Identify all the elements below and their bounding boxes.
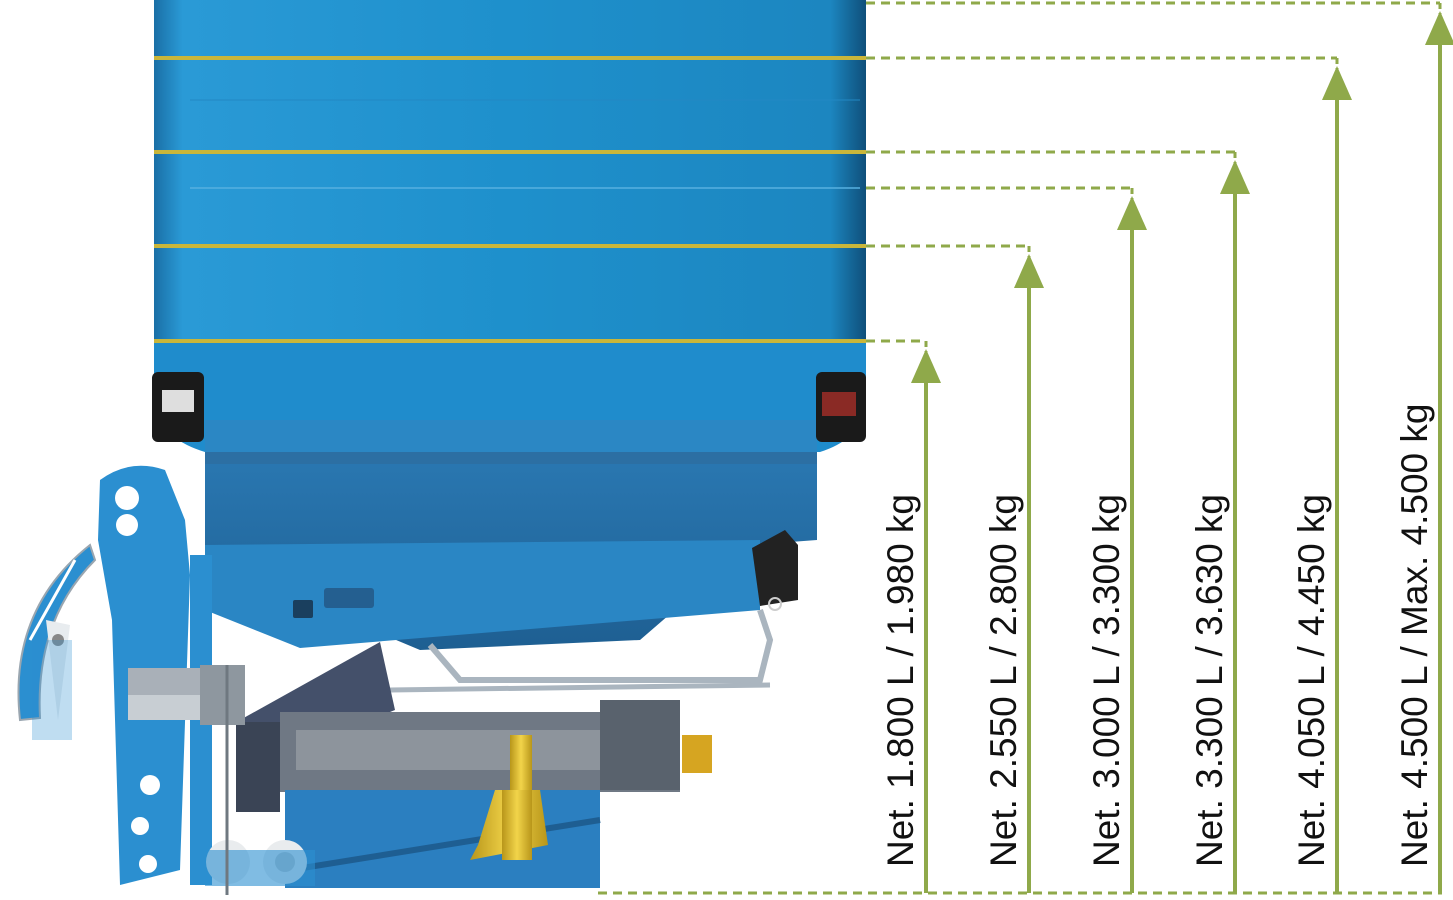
gauge-sector [17, 543, 97, 722]
arrow-head [1220, 160, 1250, 194]
capacity-label: Net. 2.550 L / 2.800 kg [983, 494, 1024, 867]
capacity-indicators [598, 1, 1453, 895]
arrow-head [911, 349, 941, 383]
lower-frame [285, 790, 600, 888]
capacity-label: Net. 3.000 L / 3.300 kg [1086, 494, 1127, 867]
capacity-label: Net. 1.800 L / 1.980 kg [880, 494, 921, 867]
arrow-head [1014, 254, 1044, 288]
hopper-upper [154, 0, 866, 372]
spreader-machine [17, 0, 866, 895]
capacity-label: Net. 4.050 L / 4.450 kg [1291, 494, 1332, 867]
arrow-head [1322, 66, 1352, 100]
handle-bracket [752, 530, 798, 606]
arrow-head [1425, 11, 1453, 45]
capacity-label: Net. 4.500 L / Max. 4.500 kg [1394, 403, 1435, 867]
arrow-head [1117, 196, 1147, 230]
fill-level-lines [154, 56, 866, 343]
capacity-label: Net. 3.300 L / 3.630 kg [1189, 494, 1230, 867]
